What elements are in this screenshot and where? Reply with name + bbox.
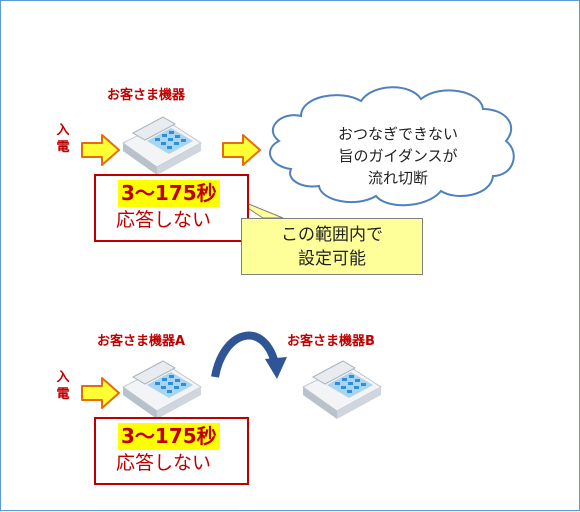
time-range-top: 3～175秒 (118, 180, 220, 207)
incoming-char-1: 入 (56, 370, 70, 385)
right-arrow-icon (222, 134, 261, 166)
device-a-label: お客さま機器A (97, 334, 186, 349)
ring-time-box-bottom: 3～175秒 応答しない (94, 417, 249, 485)
callout-line-2: 設定可能 (298, 249, 366, 269)
office-phone-icon (122, 116, 202, 175)
no-answer-bottom: 応答しない (116, 452, 212, 474)
incoming-char-2: 電 (56, 387, 70, 402)
setting-range-callout: この範囲内で 設定可能 (241, 218, 423, 275)
incoming-label-bottom: 入 電 (56, 369, 70, 403)
device-b-label: お客さま機器B (287, 334, 375, 349)
cloud-line-2: 旨のガイダンスが (338, 147, 458, 165)
no-answer-top: 応答しない (116, 209, 212, 231)
cloud-line-3: 流れ切断 (367, 169, 428, 187)
callout-line-1: この範囲内で (281, 225, 383, 245)
time-range-bottom: 3～175秒 (118, 423, 220, 450)
office-phone-icon (302, 360, 382, 419)
cloud-line-1: おつなぎできない (337, 125, 458, 143)
incoming-char-2: 電 (56, 140, 70, 155)
cloud-text: おつなぎできない 旨のガイダンスが 流れ切断 (293, 123, 503, 189)
incoming-label-top: 入 電 (56, 122, 70, 156)
office-phone-icon (122, 360, 202, 419)
right-arrow-icon (81, 134, 120, 166)
right-arrow-icon (81, 377, 120, 409)
ring-time-box-top: 3～175秒 応答しない (94, 174, 249, 242)
incoming-char-1: 入 (56, 123, 70, 138)
device-label-top: お客さま機器 (107, 88, 186, 103)
